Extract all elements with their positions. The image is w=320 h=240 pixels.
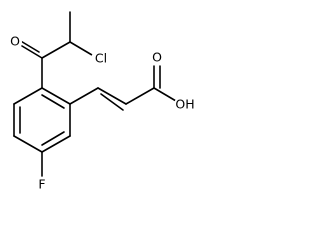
bond-c-cl (69, 41, 93, 56)
ring-bond-c4-c5-inner (41, 131, 65, 146)
label-fluorine: F (38, 177, 45, 192)
ring-bond-c3-c4 (13, 135, 43, 153)
ring-bond-c6-c1 (41, 87, 71, 105)
ring-bond-c1-c2 (13, 87, 43, 105)
acrylic-acid-chain (69, 65, 177, 111)
chemical-structure-diagram: O Cl O OH F (8, 11, 195, 192)
atom-labels: O Cl O OH F (8, 34, 195, 192)
benzene-ring (13, 87, 71, 153)
bond-ketone-c-o (21, 45, 43, 59)
chloropropanoyl-chain (18, 11, 93, 89)
bond-vinyl-double (97, 87, 127, 105)
label-oxygen-ketone: O (10, 34, 20, 49)
label-chlorine: Cl (95, 51, 107, 66)
bond-ketone-c-o-second (18, 39, 40, 53)
bond-vinyl-to-carboxyl (125, 87, 155, 105)
bond-vinyl-double-second (100, 93, 124, 111)
bond-carboxyl-c-oh (153, 87, 177, 102)
bond-carbonyl-to-chcl (41, 41, 71, 59)
ring-bond-c4-c5 (41, 135, 71, 153)
label-hydroxyl: OH (175, 97, 194, 112)
label-oxygen-carbonyl: O (152, 50, 162, 65)
bond-ring-to-vinyl (69, 87, 99, 105)
ring-bond-c6-c1-inner (41, 94, 65, 109)
